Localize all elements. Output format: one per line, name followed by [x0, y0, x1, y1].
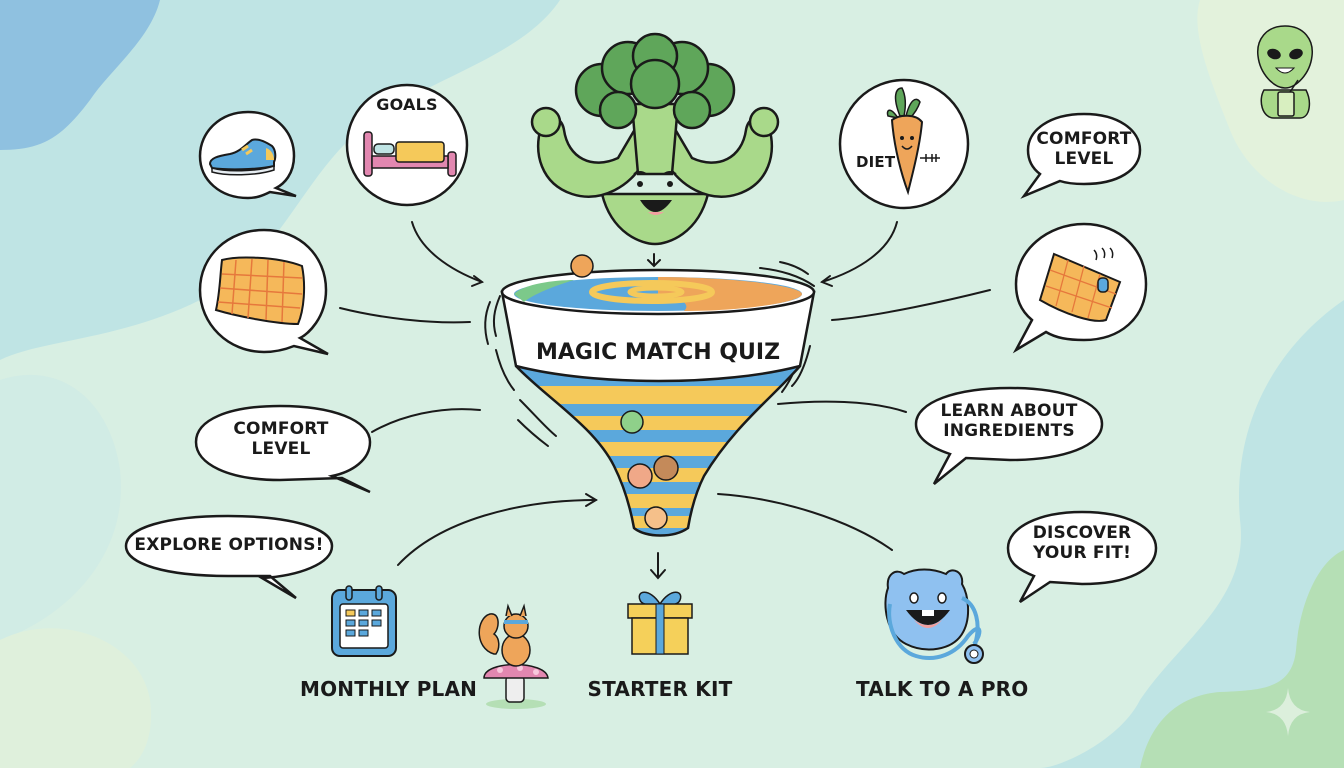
explore-options-bubble: EXPLORE OPTIONS!	[122, 512, 336, 600]
heated-pad-icon	[1038, 247, 1122, 322]
comfort-level-bubble-left: COMFORT LEVEL	[192, 402, 374, 494]
talk-to-pro-label: TALK TO A PRO	[856, 677, 1029, 701]
circle-shape	[345, 83, 469, 207]
goals-label: GOALS	[376, 95, 438, 114]
alien-mascot	[1254, 22, 1316, 122]
circle-shape	[838, 78, 970, 210]
diet-circle: DIET	[836, 76, 972, 212]
output-starter-kit[interactable]: STARTER KIT	[580, 582, 740, 706]
output-monthly-plan[interactable]: MONTHLY PLAN	[300, 582, 478, 706]
comfort-level-label-top: COMFORT LEVEL	[1028, 129, 1140, 169]
speech-bubble-shape	[198, 110, 297, 200]
comfort-line-1: COMFORT	[1036, 129, 1132, 149]
goals-circle: GOALS	[344, 82, 470, 208]
face-icon	[620, 410, 644, 434]
quiz-title: MAGIC MATCH QUIZ	[535, 340, 781, 365]
discover-fit-label: DISCOVER YOUR FIT!	[1008, 523, 1156, 563]
face-icon	[627, 463, 653, 489]
comfort-line-2: LEVEL	[1054, 148, 1114, 169]
broccoli-mascot	[522, 32, 788, 246]
carrot-icon	[886, 87, 940, 196]
alien-icon	[1257, 25, 1313, 119]
comfort-level-label-left: COMFORT LEVEL	[192, 419, 370, 459]
sneaker-bubble	[196, 108, 300, 202]
squirrel-mascot	[470, 598, 560, 710]
discover-line-1: DISCOVER	[1032, 523, 1132, 543]
starter-kit-label: STARTER KIT	[587, 677, 733, 701]
magic-match-quiz-funnel[interactable]: MAGIC MATCH QUIZ	[494, 246, 822, 542]
learn-line-1: LEARN ABOUT	[940, 401, 1078, 421]
bed-icon	[363, 131, 457, 177]
pillow-icon	[214, 256, 306, 326]
face-icon	[644, 506, 668, 530]
monthly-plan-label: MONTHLY PLAN	[300, 677, 478, 701]
doctor-mascot-icon	[884, 568, 984, 664]
diet-label: DIET	[856, 153, 896, 171]
discover-line-2: YOUR FIT!	[1032, 542, 1132, 563]
output-talk-to-pro[interactable]: TALK TO A PRO	[856, 564, 1029, 706]
learn-ingredients-bubble: LEARN ABOUT INGREDIENTS	[910, 384, 1106, 490]
sneaker-icon	[208, 138, 277, 176]
comfort-line-1: COMFORT	[233, 419, 329, 439]
learn-ingredients-label: LEARN ABOUT INGREDIENTS	[916, 401, 1102, 441]
gift-icon	[627, 591, 693, 655]
face-icon	[653, 455, 679, 481]
heated-pad-bubble	[1004, 220, 1150, 356]
discover-fit-bubble: DISCOVER YOUR FIT!	[1002, 508, 1160, 604]
calendar-icon	[331, 585, 397, 657]
speech-bubble-shape	[198, 228, 329, 356]
learn-line-2: INGREDIENTS	[943, 420, 1075, 441]
comfort-level-bubble-top: COMFORT LEVEL	[1020, 110, 1146, 199]
kid-face-icon	[570, 254, 594, 278]
comfort-line-2: LEVEL	[251, 438, 311, 459]
explore-options-label: EXPLORE OPTIONS!	[134, 535, 324, 555]
pillow-bubble	[196, 226, 336, 356]
